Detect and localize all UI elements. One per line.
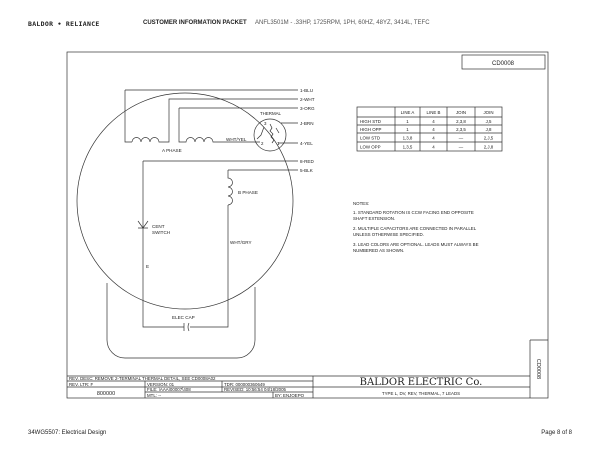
thermal-protector — [253, 118, 287, 152]
aux-circuit-wire — [142, 160, 298, 328]
capacitor-symbol — [183, 322, 190, 332]
thermal-label: THERMAL — [260, 111, 282, 116]
table-header-cell: JOIN — [483, 110, 493, 115]
table-header-cell: JOIN — [456, 110, 466, 115]
version: VERSION: 01 — [147, 382, 175, 387]
table-cell: 1 — [406, 127, 409, 132]
b-phase-coil — [227, 169, 298, 206]
by: BY: ENJOEPO — [275, 393, 305, 398]
tdr: TDR: 000000360649 — [224, 382, 265, 387]
table-cell: 2,J,5 — [484, 136, 494, 141]
drawing-number-box — [461, 54, 546, 70]
capacitor-housing — [106, 283, 256, 359]
lead-1-wire — [124, 89, 298, 143]
note-line: 1. STANDARD ROTATION IS CCW FACING END O… — [353, 210, 474, 215]
table-cell: 2,3,8 — [456, 119, 466, 124]
lead-label: 5-BLK — [300, 168, 314, 173]
thermal-pin: 1 — [277, 141, 280, 146]
drawing-frame — [66, 51, 549, 399]
note-line: NUMBERED AS SHOWN. — [353, 248, 404, 253]
thermal-internals — [256, 122, 298, 144]
table-cell: 1,3,5 — [403, 145, 413, 150]
footer-document-title: 34WG5507: Electrical Design — [28, 430, 107, 436]
table-header-cell: LINE B — [427, 110, 441, 115]
company-name: BALDOR ELECTRIC Co. — [360, 377, 483, 388]
table-cell: J,8 — [486, 127, 492, 132]
table-cell: 4 — [432, 127, 435, 132]
note-line: 2. MULTIPLE CAPACITORS ARE CONNECTED IN … — [353, 226, 477, 231]
note-line: UNLESS OTHERWISE SPECIFIED. — [353, 232, 424, 237]
table-cell: 2,J,8 — [484, 145, 494, 150]
note-line: SHAFT EXTENSION. — [353, 216, 395, 221]
connection-table-grid — [356, 106, 503, 152]
notes-title: NOTES: — [353, 201, 369, 206]
cent-switch-label: SWITCH — [152, 230, 170, 235]
wht-gry-label: WHT/GRY — [230, 240, 252, 245]
a-phase-coil-2 — [178, 107, 298, 143]
side-drawing-number: CD0008 — [535, 359, 541, 379]
elec-cap-label: ELEC CAP — [172, 315, 195, 320]
b-phase-label: B PHASE — [238, 190, 258, 195]
title-block-grid — [67, 339, 548, 398]
connection-table: LINE A LINE B JOIN JOIN HIGH STD 1 4 2,3,8 J,5HI… — [360, 110, 494, 150]
table-cell: HIGH OPP — [360, 127, 382, 132]
lead-label: 4-YEL — [300, 141, 313, 146]
table-header-cell: LINE A — [401, 110, 415, 115]
table-cell: 1,3,8 — [403, 136, 413, 141]
table-cell: — — [459, 145, 464, 150]
motor-outline — [76, 92, 294, 310]
a-phase-coil-1 — [131, 98, 298, 143]
lead-label: J-BRN — [300, 121, 314, 126]
thermal-pin: 2 — [261, 141, 264, 146]
wht-yel-label: WHT/YEL — [226, 137, 247, 142]
code: 800000 — [97, 391, 115, 397]
page-number: Page 8 of 8 — [541, 430, 572, 436]
cent-switch-symbol — [137, 220, 149, 229]
a-phase-label: A PHASE — [162, 148, 182, 153]
table-cell: HIGH STD — [360, 119, 381, 124]
rev-desc: REV. DESC: REMOVE 2-TERMINAL THERMAL DET… — [69, 376, 216, 381]
table-cell: 4 — [432, 145, 435, 150]
drawing-number: CD0008 — [492, 61, 515, 67]
e-label: E — [146, 264, 149, 269]
drawing-description: TYPE L, DV, REV, THERMAL, 7 LEADS — [382, 391, 460, 396]
lead-label: 3-ORG — [300, 106, 315, 111]
thermal-pin: 3 — [264, 121, 267, 126]
rev-ltr: REV. LTR: F — [69, 382, 93, 387]
file-path: FILE: \AAA\00007\408 — [147, 387, 191, 392]
brand-logo: BALDOR • RELIANCE — [28, 20, 100, 28]
lead-label: 8-RED — [300, 159, 314, 164]
table-cell: 2,3,5 — [456, 127, 466, 132]
note-line: 3. LEAD COLORS ARE OPTIONAL. LEADS MUST … — [353, 242, 479, 247]
table-cell: LOW OPP — [360, 145, 381, 150]
table-cell: 4 — [432, 119, 435, 124]
lead-label: 1-BLU — [300, 88, 313, 93]
revised-date: REVISED: 10:56:54 04/18/2005 — [224, 387, 287, 392]
mtl: MTL: -- — [147, 393, 162, 398]
model-description: ANFL3501M - .33HP, 1725RPM, 1PH, 60HZ, 4… — [255, 20, 430, 26]
table-cell: LOW STD — [360, 136, 380, 141]
table-cell: J,5 — [486, 119, 492, 124]
cent-switch-label: CENT — [152, 224, 165, 229]
packet-title: CUSTOMER INFORMATION PACKET — [143, 20, 247, 26]
table-cell: 1 — [406, 119, 409, 124]
table-cell: 4 — [432, 136, 435, 141]
table-cell: — — [459, 136, 464, 141]
lead-label: 2-WHT — [300, 97, 315, 102]
